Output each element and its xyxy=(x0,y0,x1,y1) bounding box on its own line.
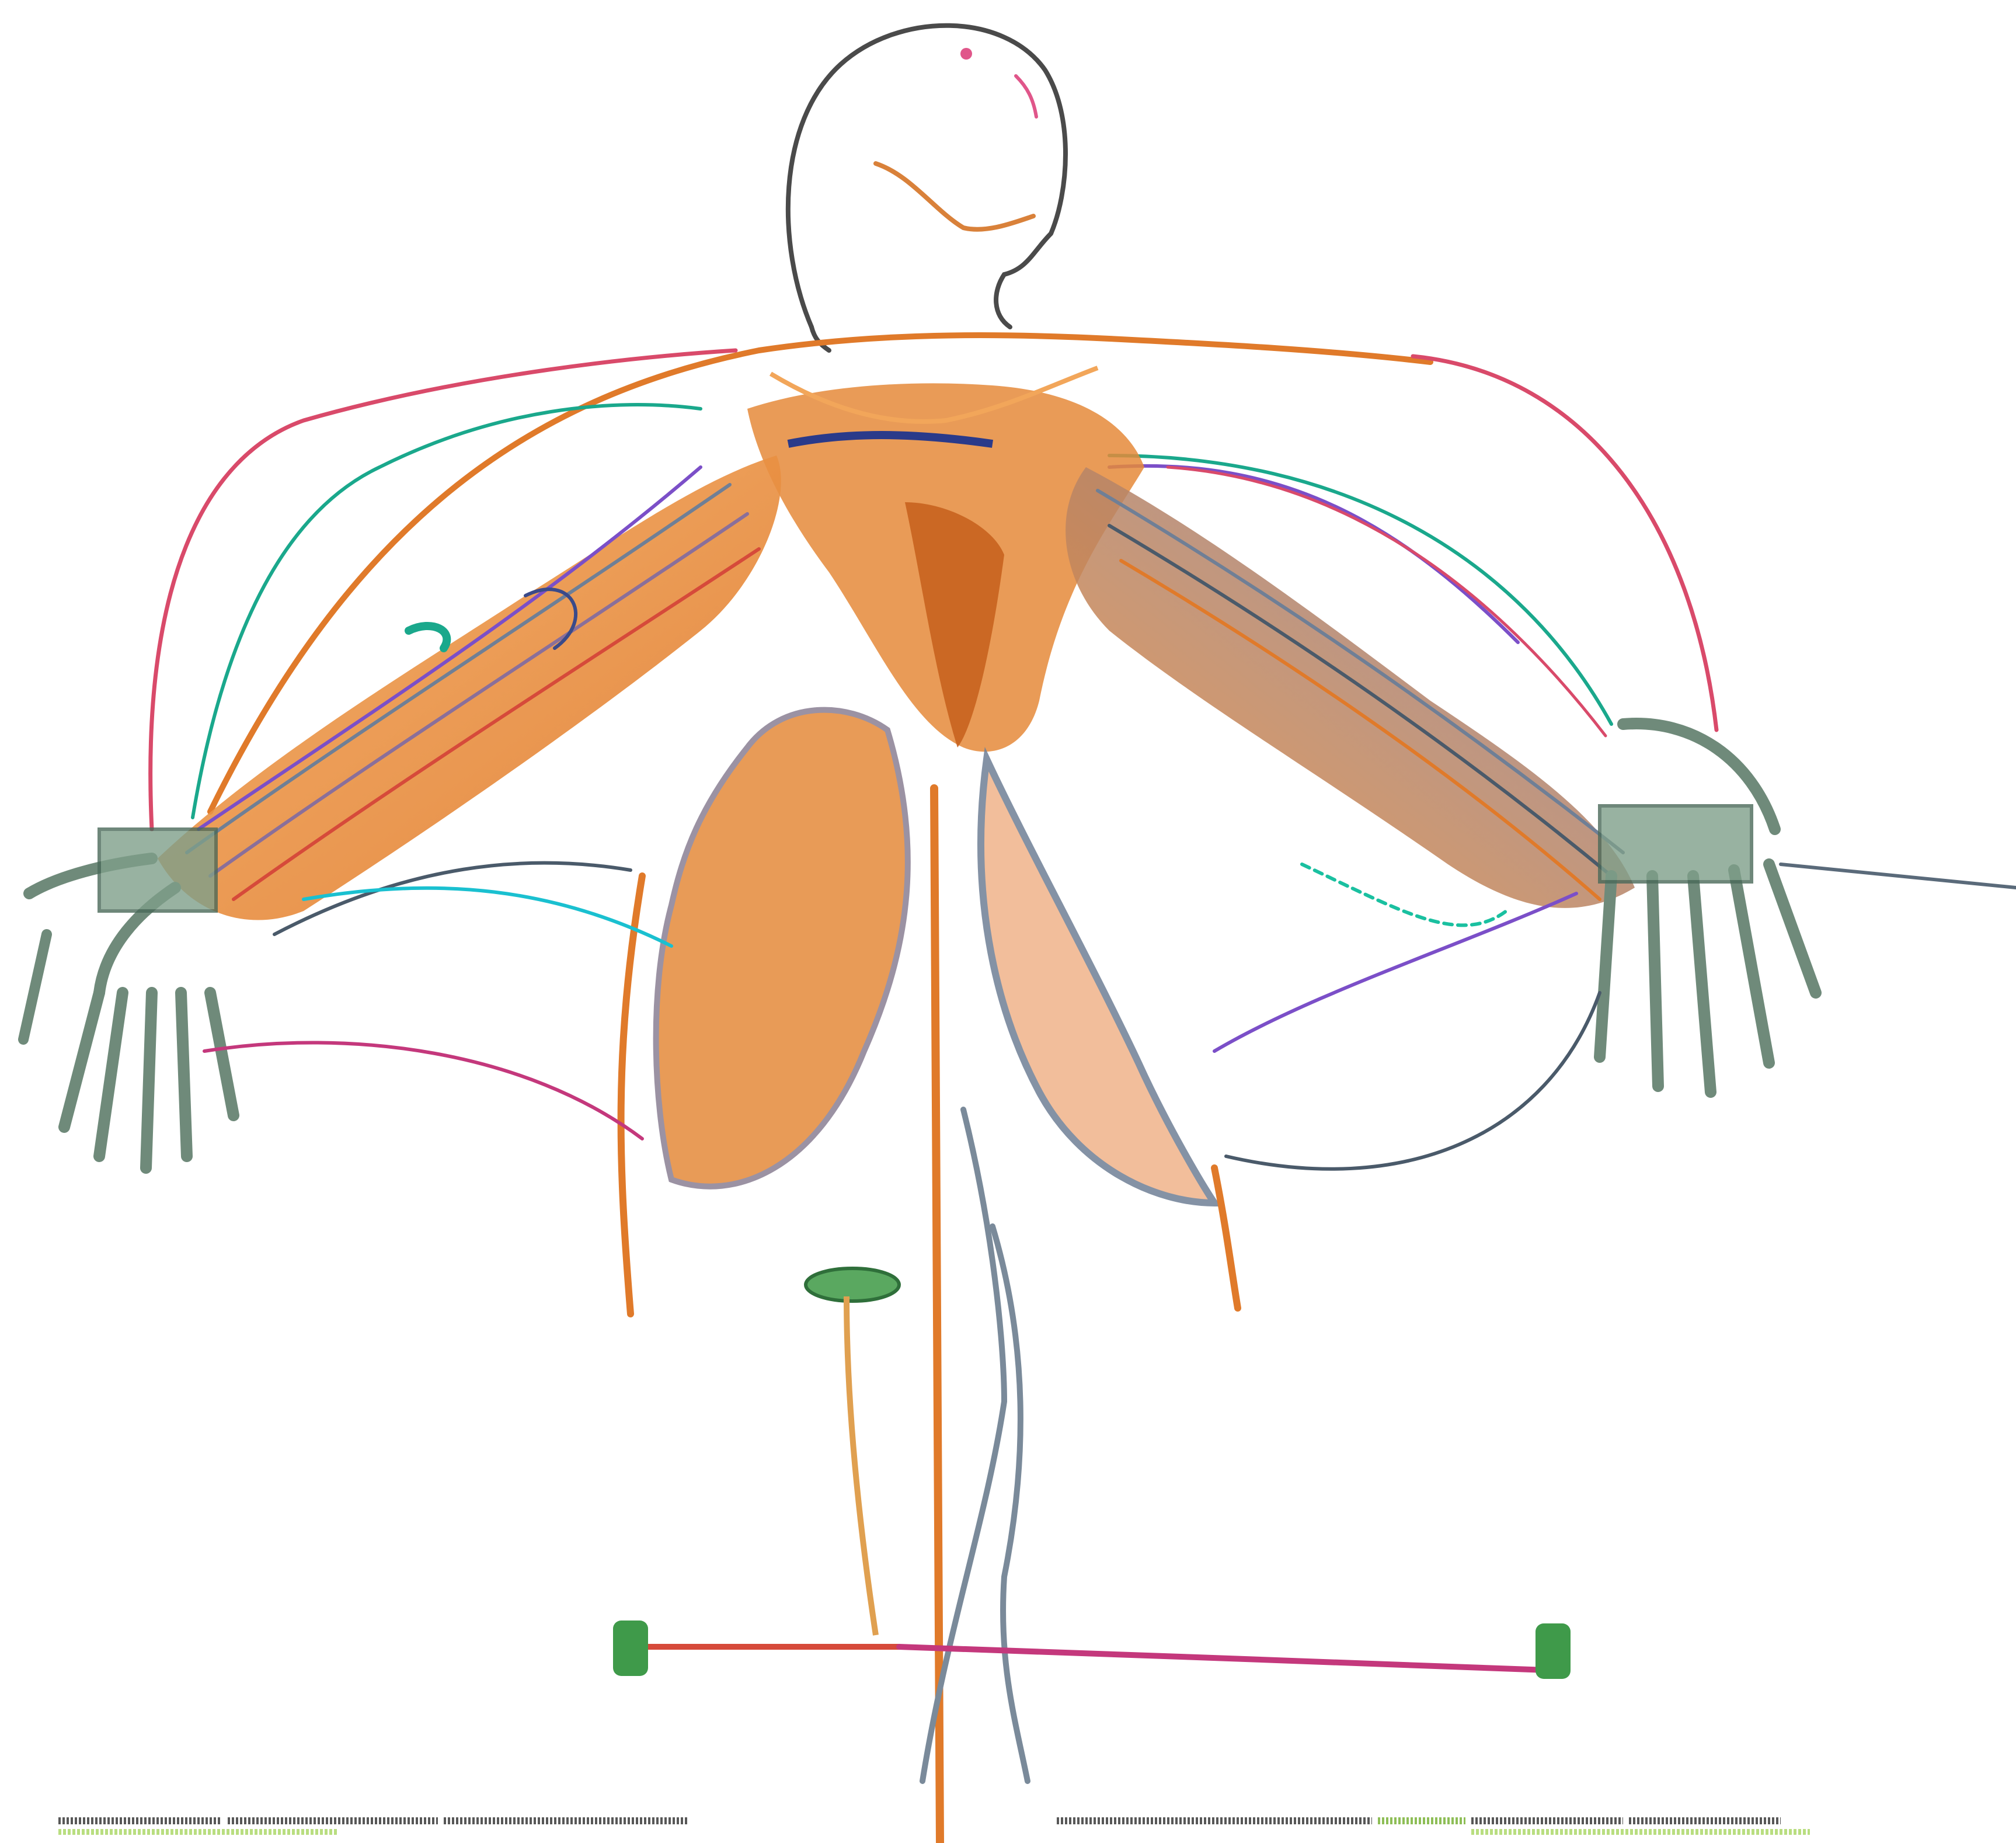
right-hand xyxy=(1600,724,2016,1092)
head-outline xyxy=(788,26,1066,350)
right-arm xyxy=(1066,467,1635,908)
left-hand xyxy=(23,829,234,1168)
caption-left-subline xyxy=(58,1829,339,1835)
pelvis-legs xyxy=(621,710,1238,1843)
base-bar xyxy=(613,1621,1571,1679)
caption-right-subline xyxy=(1471,1829,1810,1835)
marker-icon xyxy=(806,1268,899,1635)
